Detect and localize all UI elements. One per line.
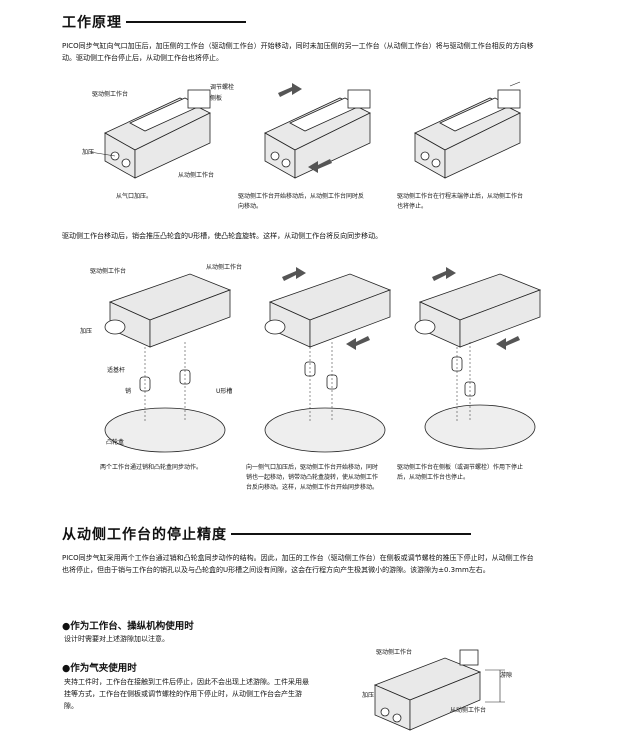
fig2-label-cam-box: 凸轮盒 — [106, 437, 124, 446]
fig2-label-u-slot: U形槽 — [216, 386, 232, 395]
section-title-working-principle: 工作原理 — [62, 12, 246, 32]
fig1-label-follow-table: 从动侧工作台 — [178, 170, 214, 179]
gripper-use-text: 夹持工件时，工作台在接触到工件后停止，因此不会出现上述游隙。工件采用悬挂等方式，… — [64, 676, 314, 712]
figure-principle-row1 — [70, 78, 550, 188]
section-title-text: 工作原理 — [62, 12, 122, 32]
fig1-label-pressure: 加压 — [82, 147, 94, 156]
fig2-label-pressure: 加压 — [80, 326, 92, 335]
fig1-caption-3: 驱动侧工作台在行程末端停止后，从动侧工作台也将停止。 — [397, 192, 527, 212]
fig2-label-guide-rod: 适基杆 — [107, 365, 125, 374]
figure-play — [355, 640, 515, 750]
fig2-caption-3: 驱动侧工作台在侧板（或调节螺栓）作用下停止后，从动侧工作台也停止。 — [397, 463, 532, 483]
section-title-text: 从动侧工作台的停止精度 — [62, 524, 227, 544]
fig3-label-drive-table: 驱动侧工作台 — [376, 647, 412, 656]
table-use-text: 设计时需要对上述游隙加以注意。 — [64, 633, 314, 645]
fig1-caption-1: 从气口加压。 — [116, 192, 226, 202]
subheading-gripper-use: ●作为气夹使用时 — [62, 660, 137, 674]
fig2-caption-1: 两个工作台通过销和凸轮盒同步动作。 — [100, 463, 240, 473]
fig2-label-pin: 销 — [125, 386, 131, 395]
intro-paragraph: PICO同步气缸向气口加压后，加压侧的工作台（驱动侧工作台）开始移动，同时未加压… — [62, 40, 540, 64]
accuracy-paragraph: PICO同步气缸采用两个工作台通过销和凸轮盒同步动作的结构。因此，加压的工作台（… — [62, 552, 540, 576]
fig2-caption-2: 向一侧气口加压后，驱动侧工作台开始移动，同时销也一起移动，销带动凸轮盒旋转，使从… — [246, 463, 381, 493]
fig1-caption-2: 驱动侧工作台开始移动后，从动侧工作台同时反向移动。 — [238, 192, 368, 212]
section-title-stop-accuracy: 从动侧工作台的停止精度 — [62, 524, 471, 544]
title-rule — [126, 21, 246, 23]
fig2-label-drive-table: 驱动侧工作台 — [90, 266, 126, 275]
title-rule — [231, 533, 471, 535]
fig3-label-pressure: 加压 — [362, 690, 374, 699]
fig2-label-follow-table: 从动侧工作台 — [206, 262, 242, 271]
subheading-table-use: ●作为工作台、操纵机构使用时 — [62, 618, 194, 632]
fig1-label-drive-table: 驱动侧工作台 — [92, 89, 128, 98]
fig1-label-side-plate: 侧板 — [210, 93, 222, 102]
fig3-label-follow-table: 从动侧工作台 — [450, 705, 486, 714]
figure-cam-row2 — [70, 262, 550, 462]
fig3-label-play: 游隙 — [500, 670, 512, 679]
fig1-label-adjust-bolt: 调节螺栓 — [210, 82, 234, 91]
paragraph-cam: 驱动侧工作台移动后，销会推压凸轮盒的U形槽，使凸轮盒旋转。这样，从动侧工作台将反… — [62, 230, 532, 242]
